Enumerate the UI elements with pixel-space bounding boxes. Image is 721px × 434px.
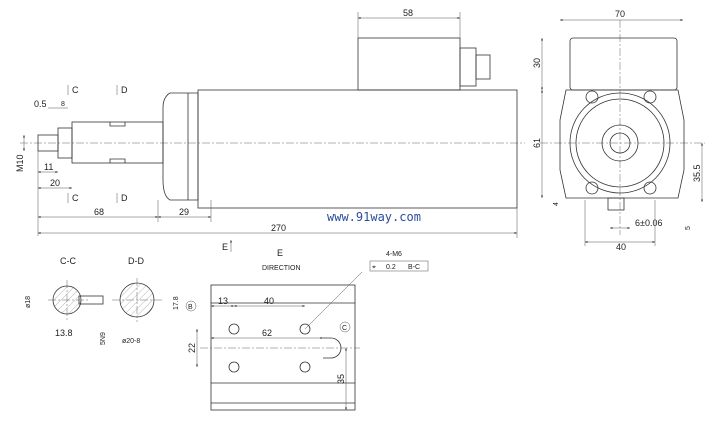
dim-length: 62 [262,328,272,338]
dim-flat: 13.8 [55,328,73,338]
end-view: 70 30 61 4 35.5 5 6±0.06 40 [532,9,705,252]
section-title: D-D [128,256,144,266]
position-symbol: ⌖ [372,264,376,271]
e-direction-view: E E DIRECTION 4-M6 ⌖ 0.2 B-C B C 13 40 6… [185,240,429,411]
view-subtitle: DIRECTION [262,265,301,272]
section-mark-d: D [121,85,128,95]
dim-thread: M10 [15,154,25,172]
dim-flange: 29 [179,207,189,217]
dim-dia: ø18 [25,296,32,308]
dim-total-len: 270 [271,223,286,233]
section-d-d: D-D ø20-8 17.8 [112,256,180,345]
dim-box-width: 58 [403,8,413,18]
datum-c: C [342,325,347,332]
hole-callout: 4-M6 [386,251,402,258]
view-arrow-label: E [222,242,228,252]
dim-base-offset: 4 [553,202,560,206]
dim-body-height: 61 [532,138,542,148]
section-mark-c: C [72,193,79,203]
dim-chamfer: 0.5 [34,99,47,109]
dim-foot-width: 40 [616,242,626,252]
dim-flat: 17.8 [173,296,180,310]
dim-dia: ø20-8 [122,338,140,345]
dim-edge: 13 [218,296,228,306]
view-title: E [277,248,283,258]
section-c-c: C-C ø18 13.8 5N9 [25,256,107,345]
dim-center-height: 35.5 [692,164,702,182]
dim-shaft-end: 20 [50,178,60,188]
watermark: www.91way.com [327,210,421,224]
side-view: C C D D 58 0.5 8 M10 11 20 68 29 270 [15,8,525,238]
spindle-shaft [71,121,164,164]
dim-height: 35 [336,374,346,384]
dim-collar: 8 [61,101,65,108]
dim-key-width: 6±0.06 [635,218,662,228]
dim-shaft-len: 68 [94,207,104,217]
datum-b: B [188,304,193,311]
thread-end [37,134,59,152]
dim-box-height: 30 [532,58,542,68]
front-flange [162,92,199,201]
dim-thread-len: 11 [44,162,53,172]
junction-box [357,37,461,91]
tolerance-value: 0.2 [386,264,396,271]
section-title: C-C [60,256,76,266]
dim-key: 5N9 [100,332,107,345]
dim-spacing: 22 [187,343,197,353]
section-mark-c: C [72,85,79,95]
dim-key-height: 5 [685,226,692,230]
dim-pitch: 40 [264,296,274,306]
section-mark-d: D [121,193,128,203]
dim-width: 70 [615,9,625,19]
cable-gland [459,47,477,87]
datum-ref: B-C [408,264,420,271]
